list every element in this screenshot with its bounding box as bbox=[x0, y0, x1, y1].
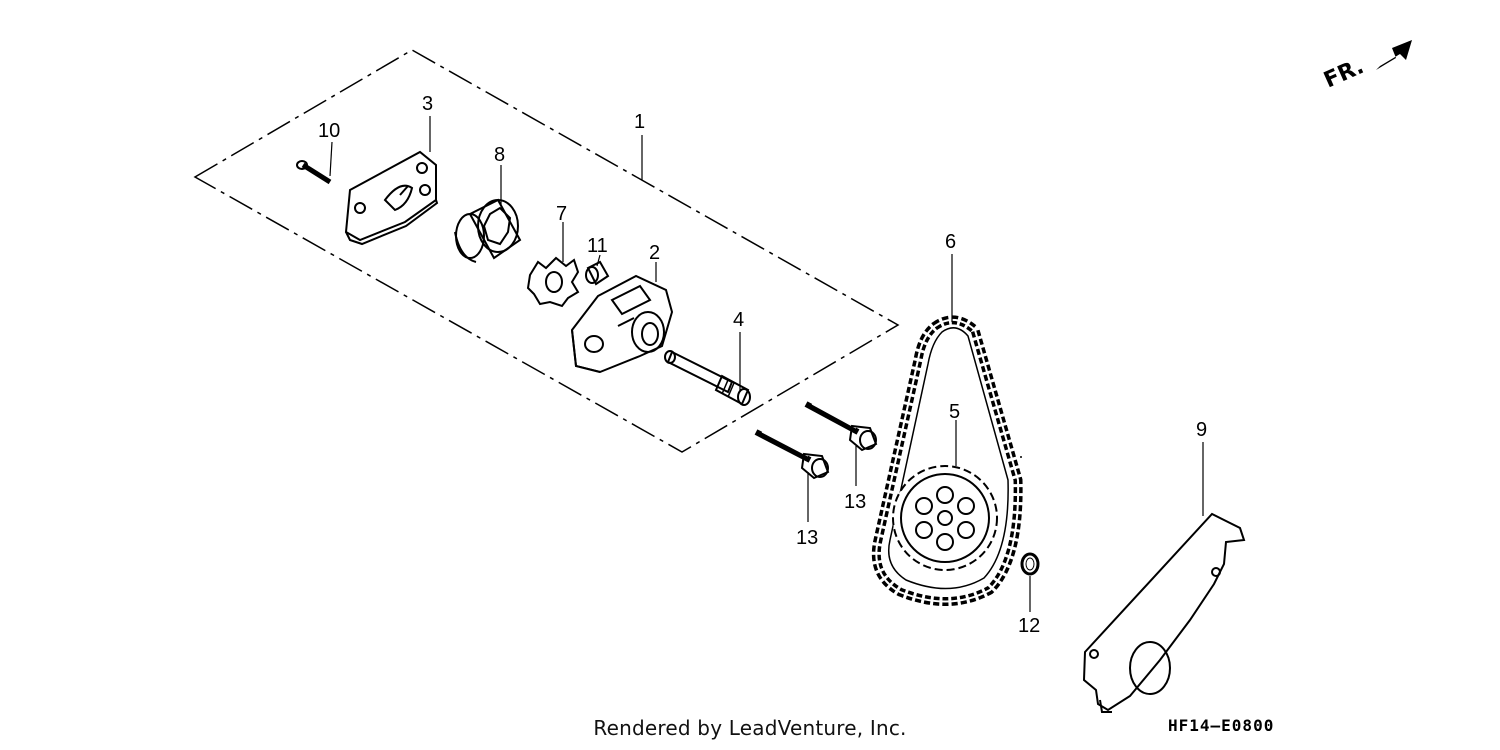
guide-plate-part-9[interactable] bbox=[1082, 512, 1246, 713]
drive-chain-part-6[interactable] bbox=[871, 315, 1023, 606]
diagram-code: HF14–E0800 bbox=[1168, 716, 1275, 735]
callout-13-lower: 13 bbox=[796, 527, 818, 549]
callout-1: 1 bbox=[634, 111, 645, 133]
pump-shaft-part-4[interactable] bbox=[664, 350, 751, 406]
sprocket-part-5[interactable] bbox=[892, 465, 998, 571]
front-direction-label: FR. bbox=[1320, 54, 1367, 93]
footer-credit: Rendered by LeadVenture, Inc. bbox=[593, 716, 907, 740]
pump-cover-part-3[interactable] bbox=[344, 150, 439, 246]
callout-12: 12 bbox=[1018, 615, 1040, 637]
callout-13-upper: 13 bbox=[844, 491, 866, 513]
callout-8: 8 bbox=[494, 144, 505, 166]
callout-7: 7 bbox=[556, 203, 567, 225]
inner-rotor-part-7[interactable] bbox=[526, 256, 580, 308]
callout-11: 11 bbox=[587, 235, 608, 257]
callout-4: 4 bbox=[733, 309, 744, 331]
bolt-part-10[interactable] bbox=[296, 160, 332, 185]
assembly-boundary bbox=[193, 49, 900, 453]
front-direction-indicator: FR. bbox=[1320, 40, 1412, 93]
front-direction-arrow-icon bbox=[1376, 40, 1412, 70]
callout-6: 6 bbox=[945, 231, 956, 253]
callout-9: 9 bbox=[1196, 419, 1207, 441]
callout-10: 10 bbox=[318, 120, 340, 142]
callout-2: 2 bbox=[649, 242, 660, 264]
leader-lines bbox=[329, 116, 1204, 612]
circlip-part-12[interactable] bbox=[1020, 552, 1040, 576]
callout-5: 5 bbox=[949, 401, 960, 423]
dowel-pin-part-11[interactable] bbox=[585, 260, 610, 286]
flange-bolt-part-13-upper[interactable] bbox=[804, 401, 878, 452]
callout-3: 3 bbox=[422, 93, 433, 115]
pump-body-part-2[interactable] bbox=[570, 274, 674, 374]
flange-bolt-part-13-lower[interactable] bbox=[754, 429, 830, 480]
outer-rotor-part-8[interactable] bbox=[454, 198, 522, 263]
